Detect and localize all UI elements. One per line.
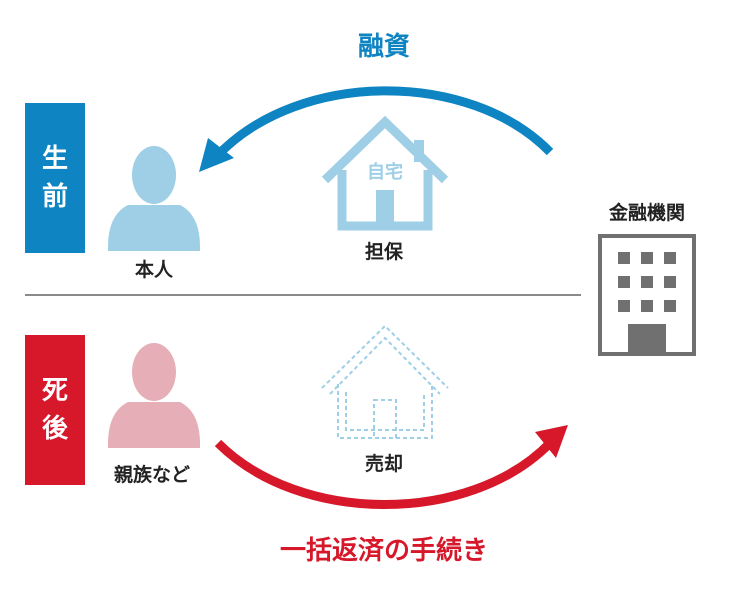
after-tab-char-1: 死 <box>41 376 68 406</box>
before-death-tab: 生 前 <box>25 103 85 253</box>
self-label: 本人 <box>134 259 174 281</box>
before-tab-char-2: 前 <box>41 182 68 212</box>
house-icon <box>321 115 449 231</box>
sale-label: 売却 <box>364 453 404 475</box>
building-icon <box>598 234 696 356</box>
relatives-label: 親族など <box>113 464 191 486</box>
before-tab-char-1: 生 <box>41 144 68 174</box>
after-tab-char-2: 後 <box>41 414 68 444</box>
timeline-divider <box>25 294 581 296</box>
collateral-label: 担保 <box>364 241 404 263</box>
loan-arrow-label: 融資 <box>357 32 411 62</box>
person-icon <box>108 146 200 251</box>
person-icon <box>108 343 200 448</box>
after-death-tab: 死 後 <box>25 335 85 485</box>
home-text: 自宅 <box>367 162 403 183</box>
house-icon <box>321 324 449 439</box>
financial-institution-label: 金融機関 <box>608 202 686 224</box>
repayment-arrow-label: 一括返済の手続き <box>279 536 489 566</box>
